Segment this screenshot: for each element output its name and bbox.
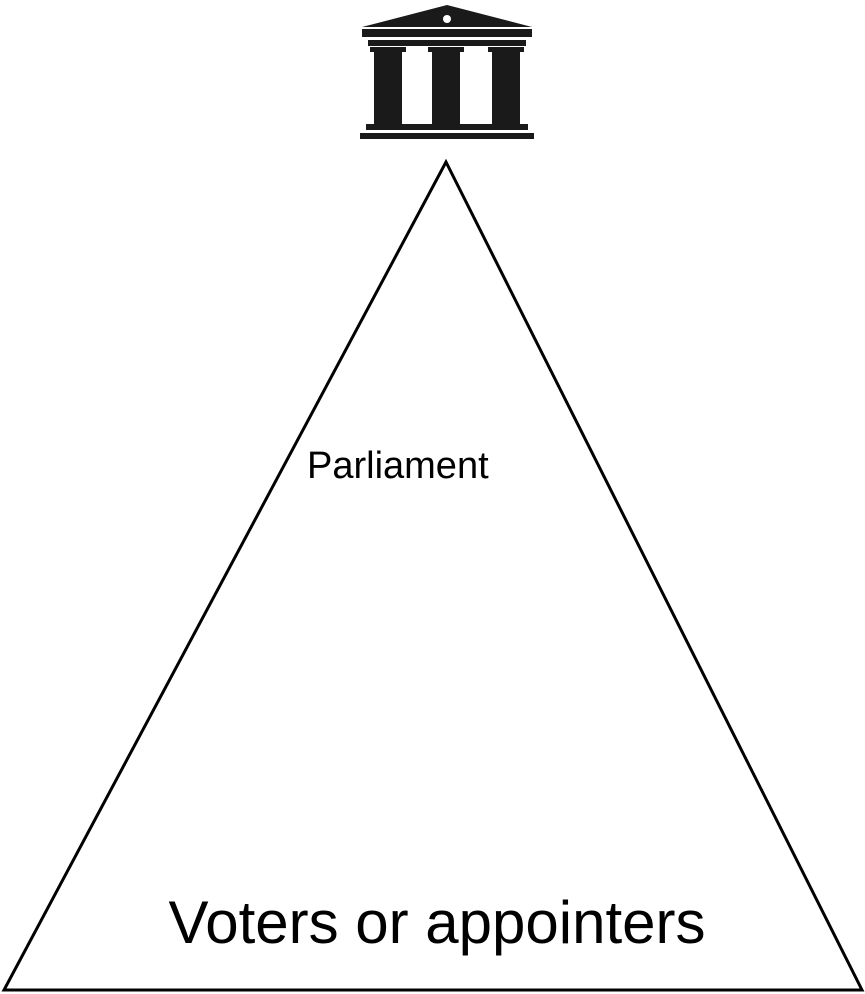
- parliament-building-icon: [360, 5, 534, 139]
- pyramid-triangle: [1, 158, 865, 992]
- parliament-label: Parliament: [307, 445, 489, 487]
- voters-or-appointers-label: Voters or appointers: [169, 889, 706, 956]
